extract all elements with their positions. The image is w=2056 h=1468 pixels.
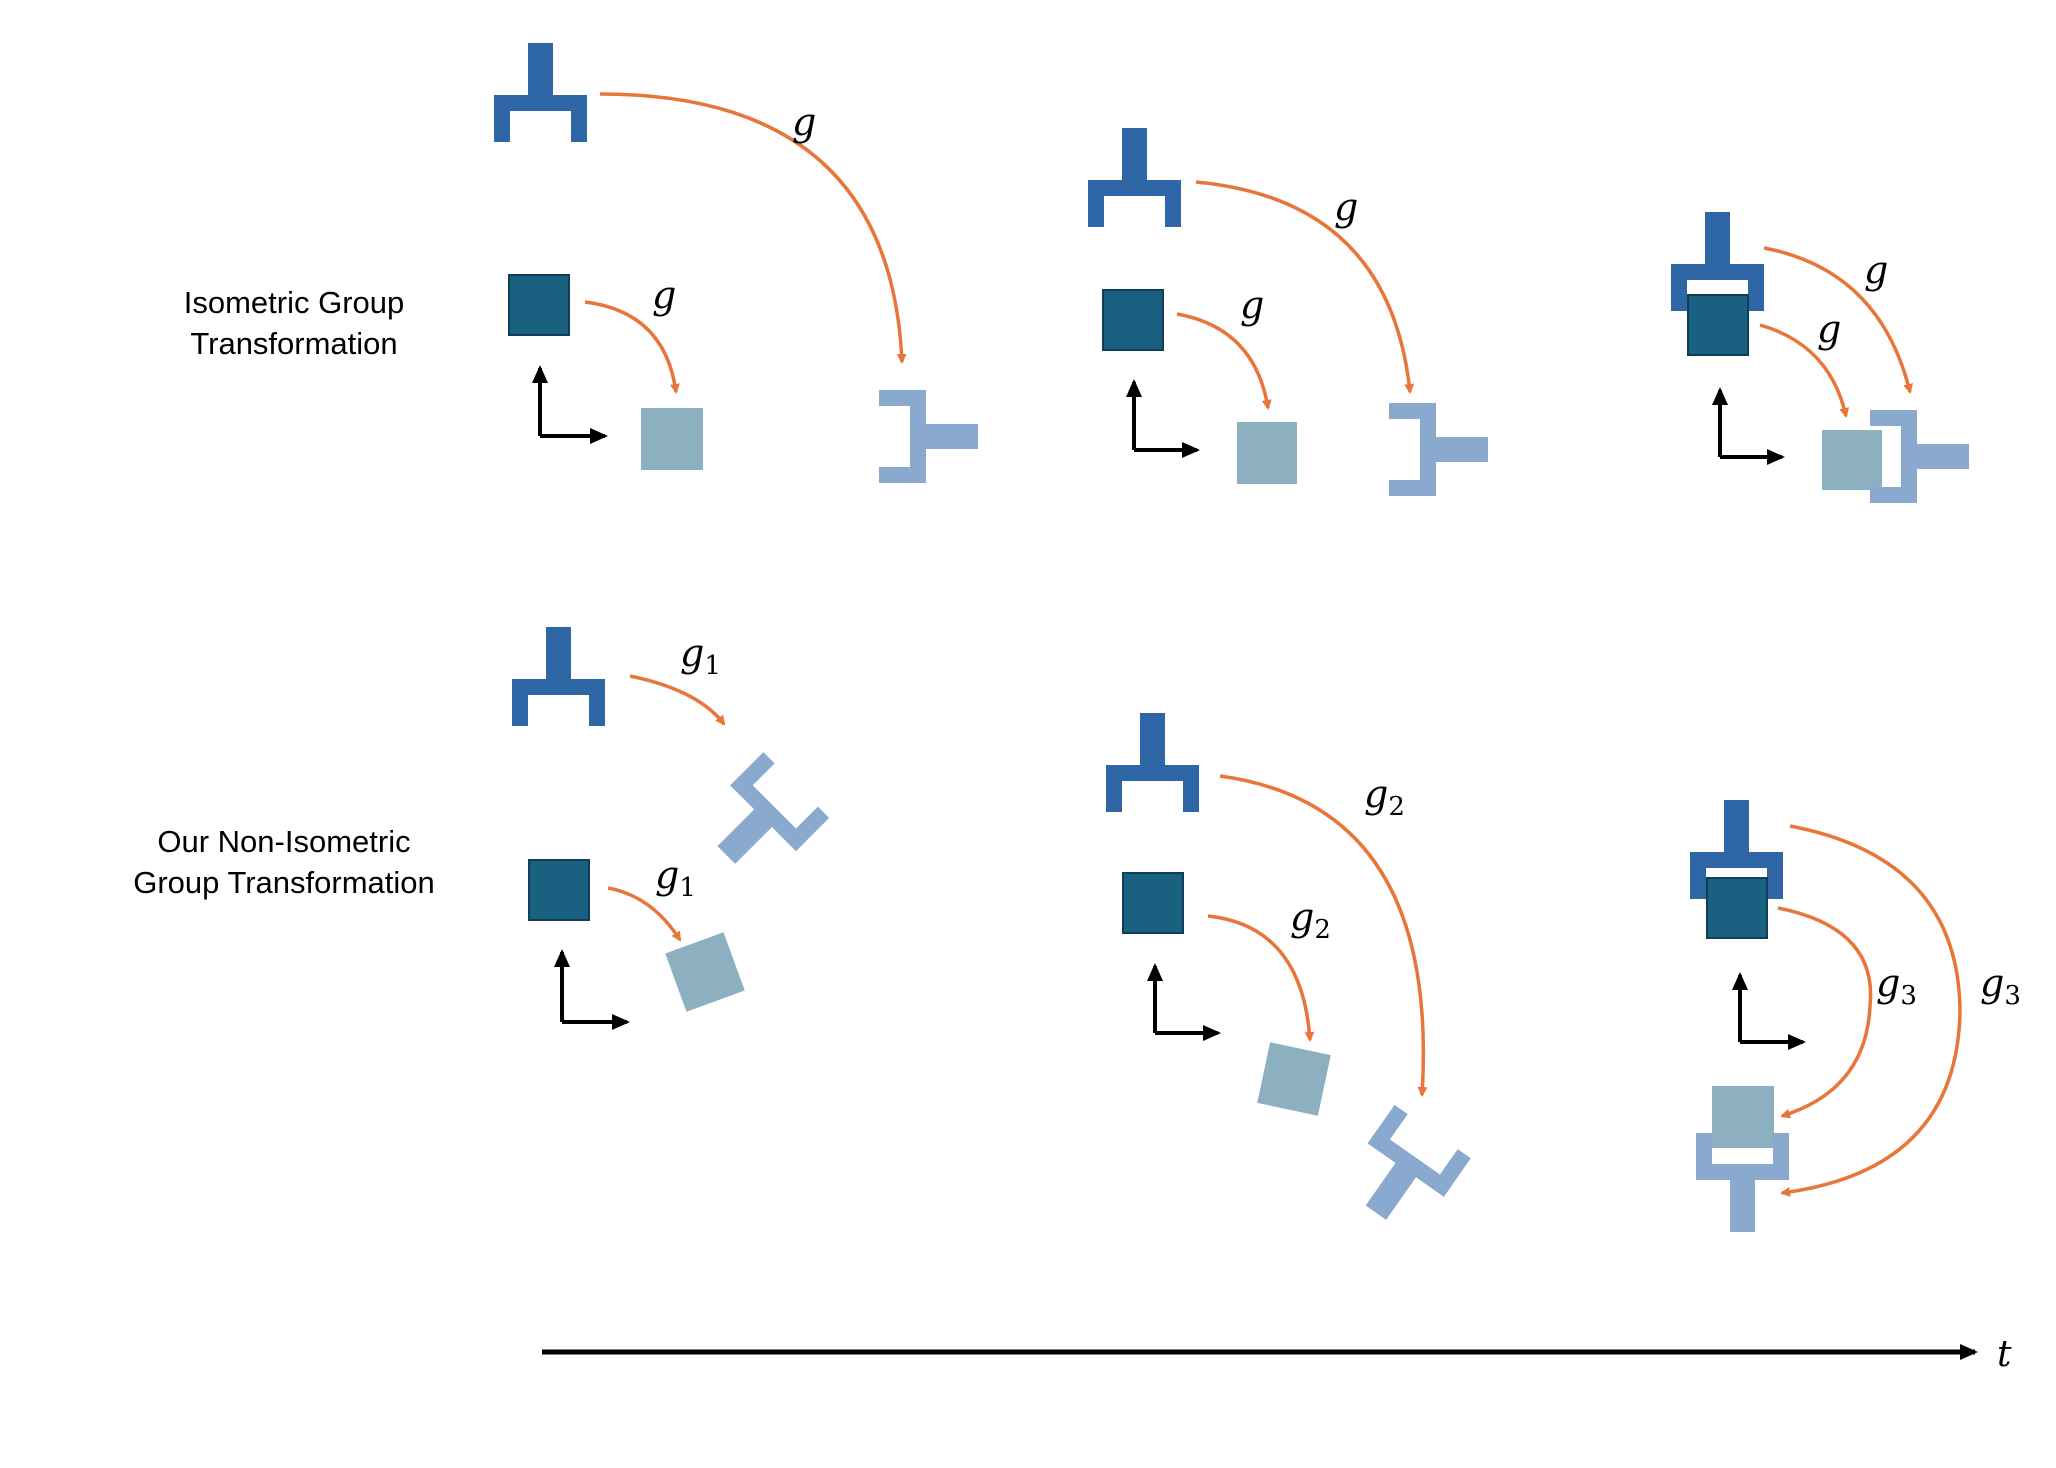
row-label-nonisometric-line2: Group Transformation [133,865,435,900]
noniso-panel-1: g1 g1 [512,627,830,1030]
arrow-gripper [1219,774,1428,1097]
cube-source [508,274,570,336]
gripper-transformed [693,752,830,888]
cube-source [1122,872,1184,934]
arrow-cube [1176,312,1272,410]
label-g-cube: g [652,273,676,317]
label-g3-base: g [1980,961,2004,1005]
label-g2-base: g [1364,772,1388,816]
cube-transformed [1237,422,1297,484]
iso-panel-1: g g [494,43,978,483]
label-g3-sub: 3 [2004,981,2021,1011]
noniso-panel-3: g3 g3 [1690,800,2021,1232]
gripper-transformed [1389,403,1488,496]
arrow-gripper [1780,824,1962,1197]
label-g-gripper: g [1334,185,1358,229]
iso-panel-3: g g [1671,212,1969,503]
gripper-transformed [879,390,978,483]
label-g3-sub: 3 [1900,981,1917,1011]
label-g1-cube: g1 [655,853,696,903]
label-g3-gripper: g3 [1980,961,2021,1011]
arrow-gripper [629,674,726,726]
gripper-source [512,627,605,726]
gripper-transformed [1337,1104,1471,1240]
row-label-isometric-line2: Transformation [190,326,397,361]
gripper-source [1106,713,1199,812]
label-g2-sub: 2 [1314,915,1331,945]
cube-transformed [1257,1042,1331,1116]
label-g3-cube: g3 [1876,961,1917,1011]
time-axis: t [542,1334,2012,1375]
row-label-nonisometric-line1: Our Non-Isometric [157,824,410,859]
label-g3-base: g [1876,961,1900,1005]
label-g-gripper: g [1864,248,1888,292]
cube-transformed [1822,430,1882,490]
cube-source [1687,294,1749,356]
label-g2-gripper: g2 [1364,772,1405,822]
label-g-cube: g [1240,283,1264,327]
iso-panel-2: g g [1088,128,1488,496]
cube-transformed [1712,1086,1774,1148]
label-g2-base: g [1290,895,1314,939]
label-g-cube: g [1817,307,1841,351]
cube-source [528,859,590,921]
label-g2-sub: 2 [1388,792,1405,822]
label-g2-cube: g2 [1290,895,1331,945]
gripper-source [1088,128,1181,227]
label-g1-gripper: g1 [680,631,721,681]
arrow-cube [1207,914,1315,1042]
arrow-gripper [1763,246,1913,394]
noniso-panel-2: g2 g2 [1106,713,1471,1240]
arrow-cube [1759,323,1850,418]
arrow-cube [1777,906,1873,1119]
label-g1-sub: 1 [704,651,721,681]
row-label-isometric-line1: Isometric Group [184,285,405,320]
arrow-gripper [599,92,907,364]
cube-source [1706,877,1768,939]
label-g1-sub: 1 [679,873,696,903]
time-axis-label: t [1997,1334,2012,1375]
label-g1-base: g [680,631,704,675]
arrow-gripper [1195,180,1415,394]
gripper-source [494,43,587,142]
cube-source [1102,289,1164,351]
arrow-cube [584,300,680,394]
cube-transformed [665,932,745,1012]
arrow-cube [607,886,682,942]
gripper-transformed [1870,410,1969,503]
cube-transformed [641,408,703,470]
label-g-gripper: g [792,100,816,144]
label-g1-base: g [655,853,679,897]
